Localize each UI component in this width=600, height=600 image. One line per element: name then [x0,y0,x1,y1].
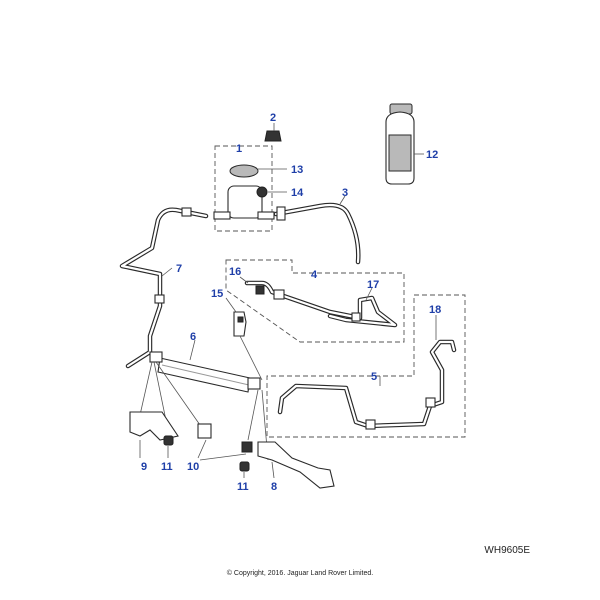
callout-11b: 11 [237,481,249,493]
callout-14: 14 [291,187,304,199]
fasteners [163,423,253,478]
callout-17: 17 [367,279,379,291]
bracket-8 [257,441,335,489]
diagram-reference-code: WH9605E [484,545,530,556]
callout-11a: 11 [161,461,173,473]
callout-18: 18 [429,304,441,316]
fluid-bottle [385,103,424,185]
bracket-15 [225,297,247,337]
callout-5: 5 [371,371,377,383]
callout-7: 7 [176,263,182,275]
callout-3: 3 [342,187,348,199]
reservoir-cap-nut [264,123,282,142]
callout-8: 8 [271,481,277,493]
hose-3 [273,195,361,265]
callout-2: 2 [270,112,276,124]
group-box-reservoir [214,145,273,232]
callout-6: 6 [190,331,196,343]
callout-13: 13 [291,164,303,176]
group-box-return-pipe [266,294,466,438]
callout-10: 10 [187,461,199,473]
pressure-hose-4 [239,276,398,328]
callout-15: 15 [211,288,223,300]
callout-16: 16 [229,266,241,278]
return-pipe-5 [277,315,457,430]
feed-pipe-7 [119,207,209,369]
group-box-pressure-hose [225,259,405,343]
cooler-6 [149,339,261,393]
callout-1: 1 [236,143,242,155]
copyright-notice: © Copyright, 2016. Jaguar Land Rover Lim… [226,570,374,577]
callout-4: 4 [311,269,318,281]
callout-9: 9 [141,461,147,473]
reservoir [213,164,287,220]
callout-12: 12 [426,149,438,161]
bracket-9 [129,411,179,458]
